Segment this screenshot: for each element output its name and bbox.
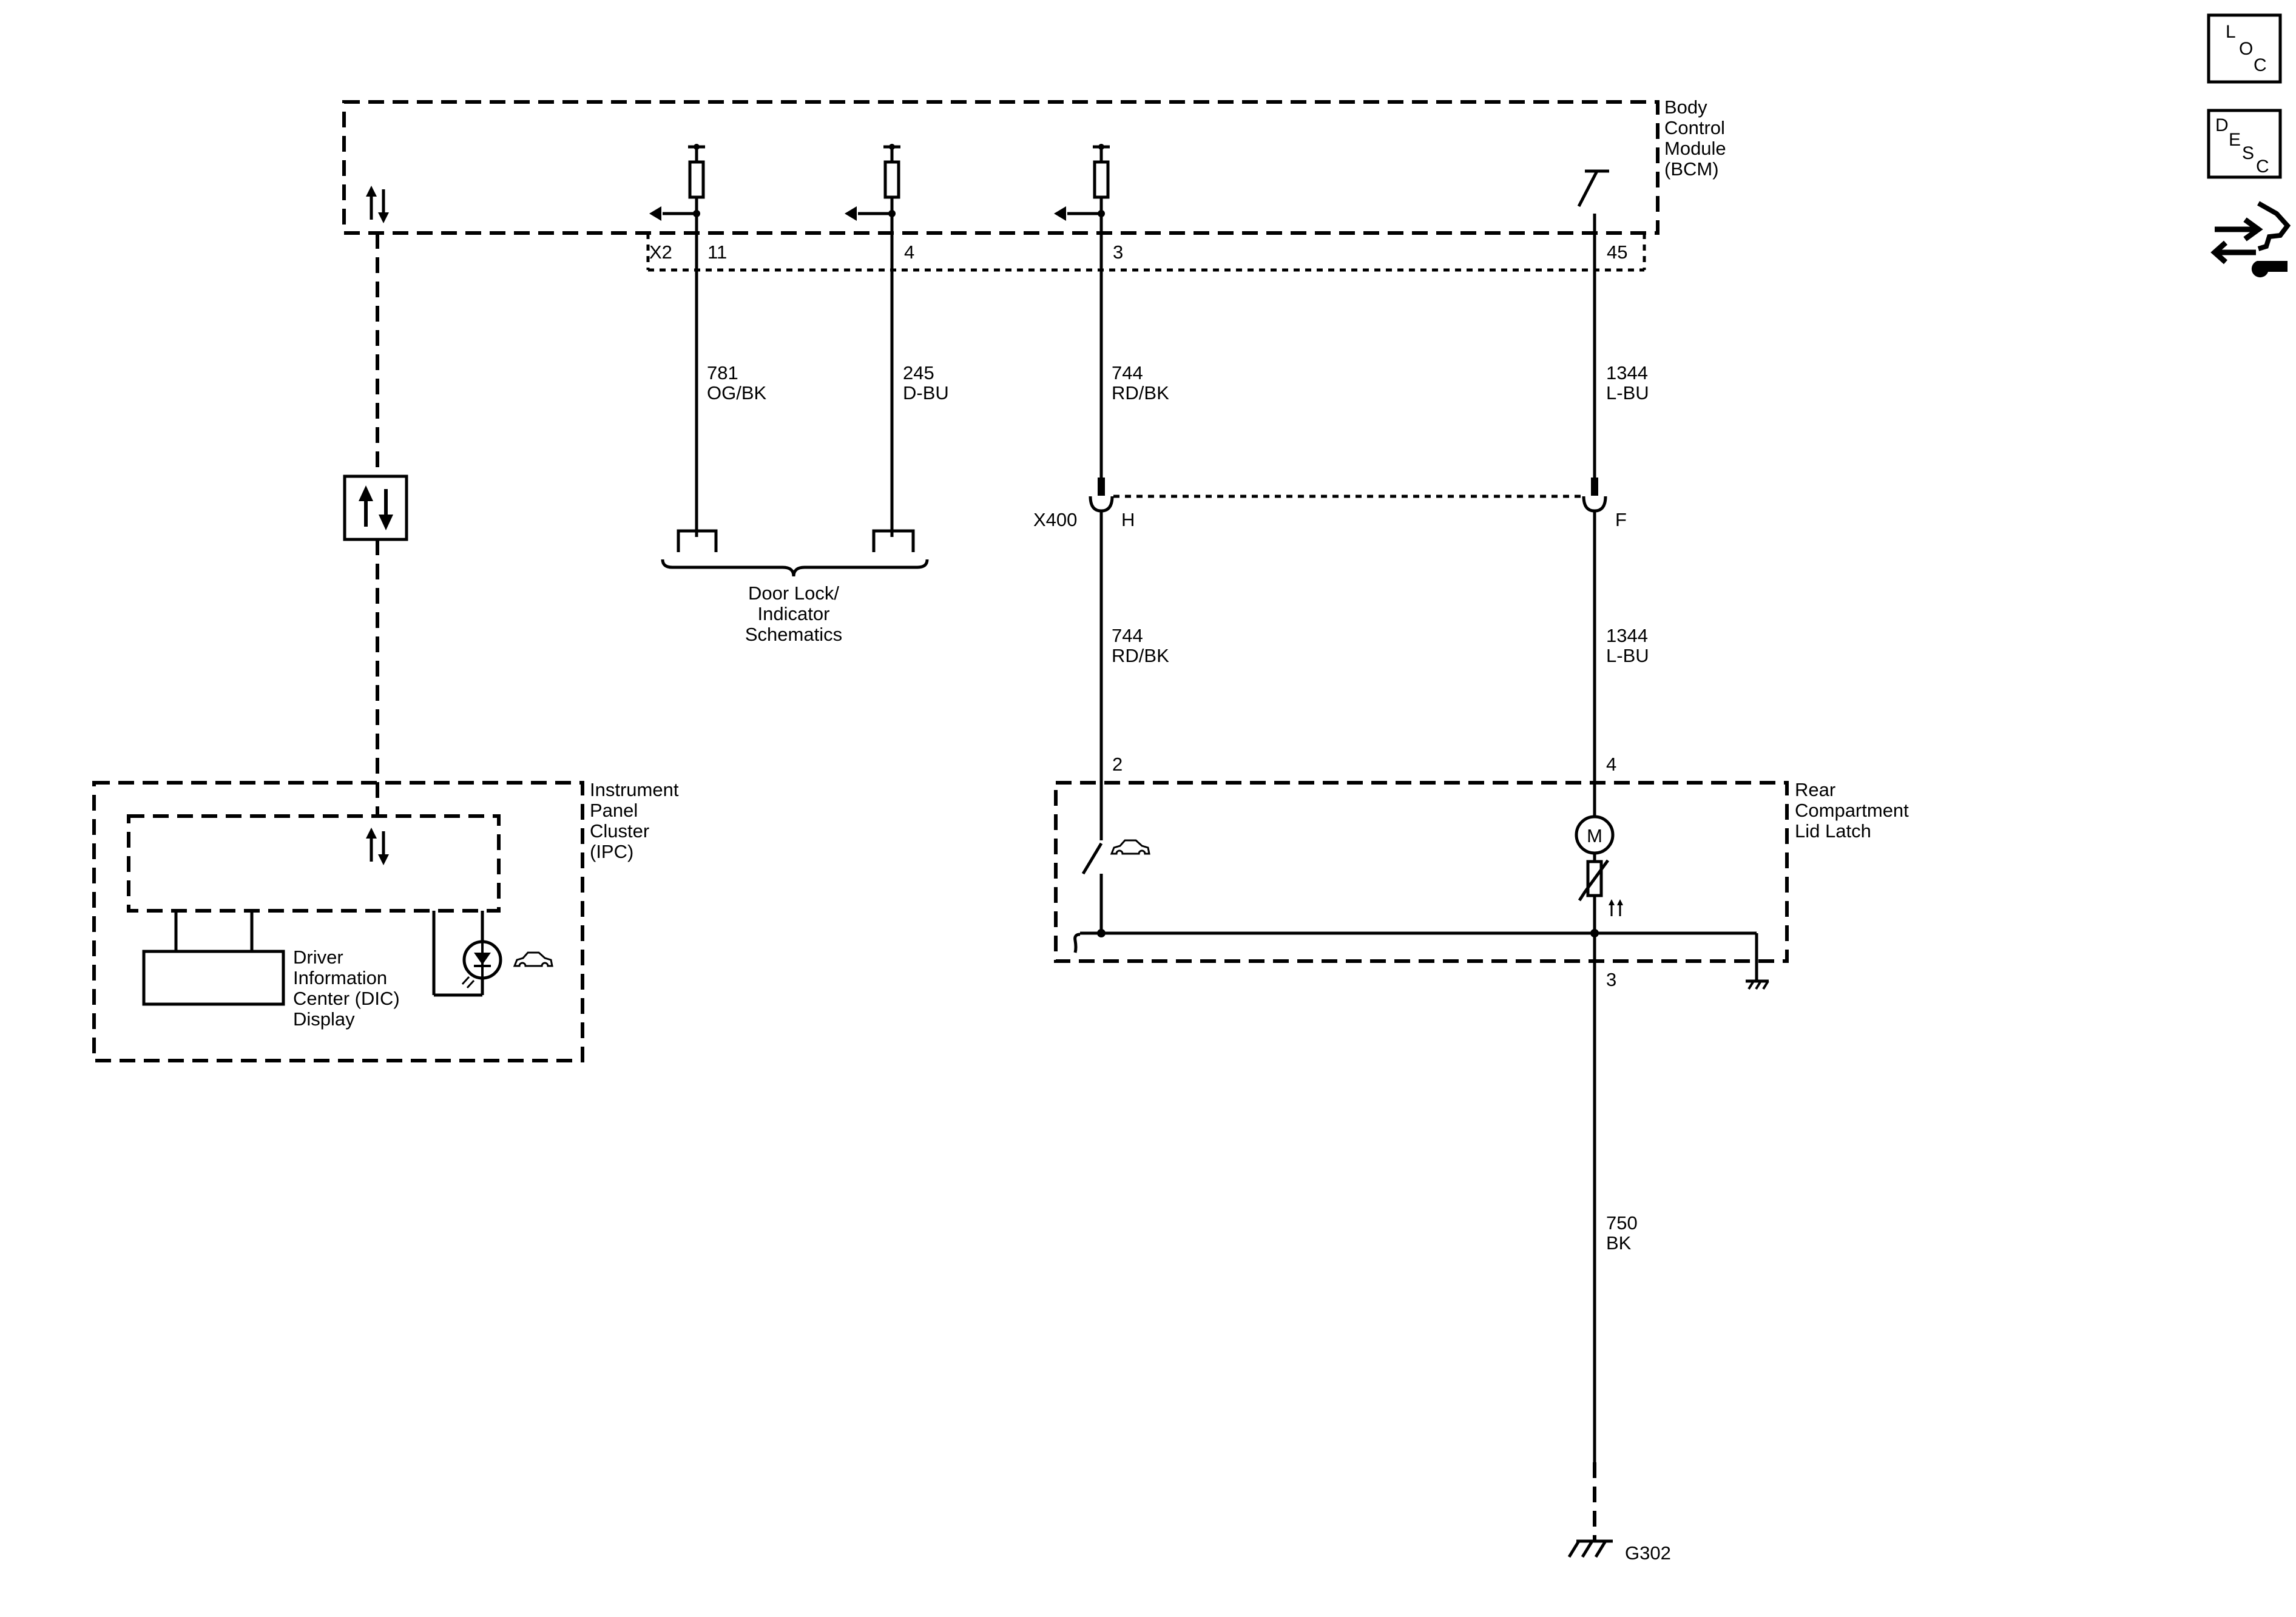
svg-text:1344: 1344 — [1606, 625, 1648, 646]
svg-text:Indicator: Indicator — [758, 603, 830, 624]
loc-letter-l: L — [2226, 22, 2236, 42]
svg-text:OG/BK: OG/BK — [707, 382, 767, 403]
svg-text:D-BU: D-BU — [903, 382, 949, 403]
latch-title: Rear Compartment Lid Latch — [1795, 779, 1909, 842]
svg-text:BK: BK — [1606, 1232, 1632, 1254]
wire-750-label: 750 BK — [1606, 1212, 1638, 1254]
dic-label: Driver Information Center (DIC) Display — [293, 947, 400, 1030]
svg-text:Information: Information — [293, 967, 387, 988]
bcm-pin-4: 4 — [904, 241, 914, 263]
ipc-serial-data-arrows-icon — [366, 828, 389, 865]
svg-text:245: 245 — [903, 362, 934, 383]
svg-text:Driver: Driver — [293, 947, 343, 968]
loc-letter-c: C — [2254, 55, 2267, 75]
wire-744-lower-label: 744 RD/BK — [1112, 625, 1169, 666]
latch-ptc-thermistor — [1578, 859, 1623, 933]
description-icon[interactable]: D E S C — [2207, 109, 2282, 179]
bcm-output-fuse-3 — [1054, 144, 1110, 221]
x400-pin-h: H — [1121, 509, 1135, 530]
loc-letter-o: O — [2239, 39, 2253, 59]
serial-data-inline-icon — [343, 474, 408, 541]
rear-lid-car-icon — [1110, 839, 1150, 855]
svg-text:RD/BK: RD/BK — [1112, 645, 1169, 666]
desc-letter-d: D — [2215, 115, 2229, 135]
svg-text:Rear: Rear — [1795, 779, 1835, 800]
svg-text:744: 744 — [1112, 362, 1143, 383]
latch-pin-2: 2 — [1112, 754, 1123, 775]
latch-pin-4: 4 — [1606, 754, 1616, 775]
svg-text:Display: Display — [293, 1008, 355, 1030]
bcm-pin-45: 45 — [1607, 241, 1627, 263]
latch-pin-3: 3 — [1606, 969, 1616, 990]
wire-744-upper-label: 744 RD/BK — [1112, 362, 1169, 403]
door-lock-reference-terminals — [661, 529, 929, 577]
svg-text:Door Lock/: Door Lock/ — [748, 582, 839, 604]
bcm-output-fuse-4 — [845, 144, 900, 221]
bcm-pin-3: 3 — [1113, 241, 1123, 263]
svg-text:(BCM): (BCM) — [1664, 158, 1719, 180]
ipc-title: Instrument Panel Cluster (IPC) — [590, 779, 679, 862]
svg-text:Body: Body — [1664, 96, 1707, 118]
svg-text:Center (DIC): Center (DIC) — [293, 988, 400, 1009]
latch-box — [1054, 781, 1789, 963]
svg-text:Cluster: Cluster — [590, 820, 649, 842]
svg-text:781: 781 — [707, 362, 738, 383]
x400-connector — [1089, 478, 1607, 513]
svg-text:750: 750 — [1606, 1212, 1638, 1234]
g302-ground-icon — [1567, 1539, 1613, 1558]
desc-letter-s: S — [2242, 143, 2254, 163]
dic-display-box — [142, 950, 285, 1006]
svg-text:L-BU: L-BU — [1606, 645, 1649, 666]
bcm-output-fuse-11 — [649, 144, 705, 221]
latch-motor: M — [1575, 815, 1615, 862]
door-lock-reference-label: Door Lock/ Indicator Schematics — [745, 582, 842, 645]
desc-letter-e: E — [2229, 130, 2241, 150]
wire-245-label: 245 D-BU — [903, 362, 949, 403]
desc-letter-c: C — [2256, 157, 2269, 177]
svg-text:Module: Module — [1664, 138, 1726, 159]
connector-repair-icon[interactable] — [2210, 201, 2291, 278]
latch-ground-bus — [1073, 929, 1758, 980]
svg-text:(IPC): (IPC) — [590, 841, 633, 862]
bcm-box — [342, 100, 1660, 235]
x400-label: X400 — [1033, 509, 1077, 530]
g302-label: G302 — [1625, 1542, 1671, 1564]
location-icon[interactable]: L O C — [2207, 13, 2282, 84]
svg-text:Compartment: Compartment — [1795, 800, 1909, 821]
svg-text:744: 744 — [1112, 625, 1143, 646]
svg-text:Control: Control — [1664, 117, 1725, 138]
svg-text:RD/BK: RD/BK — [1112, 382, 1169, 403]
case-ground-icon — [1746, 979, 1769, 990]
bcm-pin-11: 11 — [707, 241, 727, 263]
ipc-module-box — [127, 814, 501, 913]
svg-text:Schematics: Schematics — [745, 624, 842, 645]
bcm-serial-data-arrows-icon — [366, 186, 389, 223]
svg-text:Panel: Panel — [590, 800, 638, 821]
wire-1344-lower-label: 1344 L-BU — [1606, 625, 1649, 666]
x400-pin-f: F — [1615, 509, 1627, 530]
rear-lid-ajar-indicator — [432, 911, 502, 997]
ipc-box — [92, 781, 584, 1062]
motor-symbol: M — [1587, 825, 1602, 846]
wire-1344-upper-label: 1344 L-BU — [1606, 362, 1649, 403]
svg-text:1344: 1344 — [1606, 362, 1648, 383]
svg-text:Lid Latch: Lid Latch — [1795, 820, 1871, 842]
svg-text:L-BU: L-BU — [1606, 382, 1649, 403]
bcm-connector-label: X2 — [649, 241, 672, 263]
bcm-input-switch-45 — [1577, 169, 1609, 233]
ipc-rear-lid-car-icon — [513, 951, 553, 967]
svg-text:Instrument: Instrument — [590, 779, 679, 800]
bcm-title: Body Control Module (BCM) — [1664, 96, 1726, 180]
wire-781-label: 781 OG/BK — [707, 362, 767, 403]
lid-ajar-switch — [1081, 831, 1103, 933]
